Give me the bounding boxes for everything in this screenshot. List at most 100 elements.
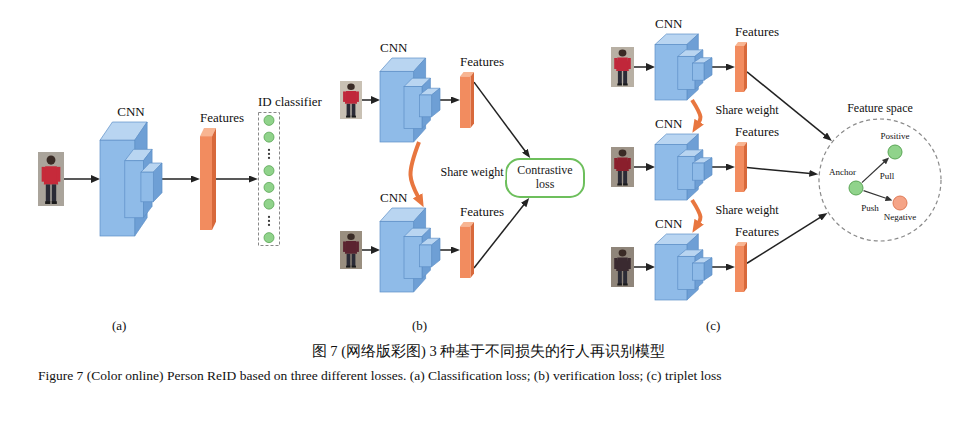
cuboid-front [693, 163, 704, 180]
cuboid-side [704, 158, 712, 180]
edge-label: Share weight [439, 166, 506, 180]
ellipsis-dot [268, 224, 270, 226]
connector-arrow [474, 82, 525, 151]
figure-title: 图 7 (网络版彩图) 3 种基于不同损失的行人再识别模型 [0, 342, 977, 360]
connector-arrow [216, 178, 250, 180]
positive-sample: Positive [887, 144, 903, 160]
cuboid-side [432, 238, 440, 267]
share-weight-arrow [692, 200, 700, 223]
id-classifier-shape [258, 112, 280, 246]
loss-box: Contrastive loss [505, 158, 585, 198]
person-figure [614, 250, 631, 286]
node-heading: CNN [655, 117, 682, 131]
bar-side [212, 128, 216, 230]
cnn-layers [100, 122, 162, 236]
node-heading: Features [735, 225, 779, 239]
node-heading: Features [735, 25, 779, 39]
panel-label: (c) [706, 318, 720, 334]
class-unit [264, 132, 274, 142]
person-photo [611, 47, 634, 87]
class-unit [264, 115, 274, 125]
node-heading: Feature space [847, 102, 913, 115]
cuboid-front [141, 172, 153, 202]
bar-front [200, 136, 212, 230]
input-arrow [634, 166, 647, 168]
cnn-layers [655, 134, 712, 200]
bar-side [744, 142, 747, 192]
feature-vector-shape [460, 222, 474, 278]
cuboid-front [420, 245, 432, 267]
feature-vector-shape [460, 72, 474, 128]
node-heading: CNN [380, 41, 407, 55]
cnn-block-shape [380, 208, 440, 292]
cnn-block-shape [380, 58, 440, 142]
ellipsis-dot [268, 149, 270, 151]
cnn-block: CNN [100, 122, 162, 236]
person-photo [340, 81, 362, 119]
cnn-layers [655, 34, 712, 100]
negative-sample: Negative [892, 195, 908, 211]
ellipsis-dot [268, 157, 270, 159]
connector-arrow [712, 166, 727, 168]
ellipsis-dot [268, 220, 270, 222]
loss-outline [506, 159, 584, 197]
panel-label: (a) [112, 318, 126, 334]
person-photo [611, 247, 634, 287]
cnn-layers [380, 58, 440, 142]
feature-vector: Features [200, 128, 216, 230]
negative-sample-shape [892, 195, 908, 211]
cuboid-front [693, 263, 704, 280]
figure-caption: Figure 7 (Color online) Person ReID base… [38, 368, 953, 385]
sample-dot [888, 145, 902, 159]
anchor-sample: Anchor [848, 180, 864, 196]
class-unit [264, 199, 274, 209]
bar-side [744, 242, 747, 292]
cnn-layers [655, 234, 712, 300]
node-heading: CNN [380, 191, 407, 205]
share-weight-arrow [410, 142, 419, 197]
connector-arrow [747, 168, 810, 174]
cuboid-side [153, 163, 162, 202]
positive-sample-shape [887, 144, 903, 160]
edge-label: Pull [878, 171, 897, 181]
connector-arrow [712, 66, 727, 68]
person-photo [611, 147, 634, 187]
feature-vector: Features [460, 72, 474, 128]
bar-side [744, 42, 747, 92]
cnn-block-shape [655, 134, 712, 200]
bar-front [460, 76, 471, 128]
person-photo [340, 231, 362, 269]
cuboid-front [693, 63, 704, 80]
input-arrow [362, 249, 372, 251]
photo-ground [611, 47, 634, 87]
photo-ground [340, 81, 362, 119]
class-unit [264, 166, 274, 176]
input-arrow [64, 178, 92, 180]
cnn-block-shape [655, 234, 712, 300]
feature-vector-shape [200, 128, 216, 230]
cnn-block: CNN [655, 134, 712, 200]
person-figure [343, 233, 359, 267]
person-figure [614, 150, 631, 186]
connector-arrow [440, 249, 452, 251]
share-weight-arrow [692, 100, 700, 123]
node-heading: CNN [117, 105, 144, 119]
anchor-sample-shape [848, 180, 864, 196]
sample-dot [849, 181, 863, 195]
photo-ground [38, 152, 64, 206]
feature-vector-shape [735, 142, 747, 192]
cnn-block: CNN [380, 58, 440, 142]
feature-vector-shape [735, 42, 747, 92]
node-heading: Features [460, 205, 504, 219]
input-arrow [634, 66, 647, 68]
edge-label: Share weight [714, 104, 781, 118]
node-heading: Positive [880, 132, 909, 142]
class-unit [264, 182, 274, 192]
classifier-frame [259, 113, 280, 246]
photo-ground [611, 147, 634, 187]
bar-front [735, 246, 744, 292]
panel-label: (b) [412, 318, 427, 334]
node-heading: ID classifier [258, 95, 322, 109]
bar-front [735, 146, 744, 192]
